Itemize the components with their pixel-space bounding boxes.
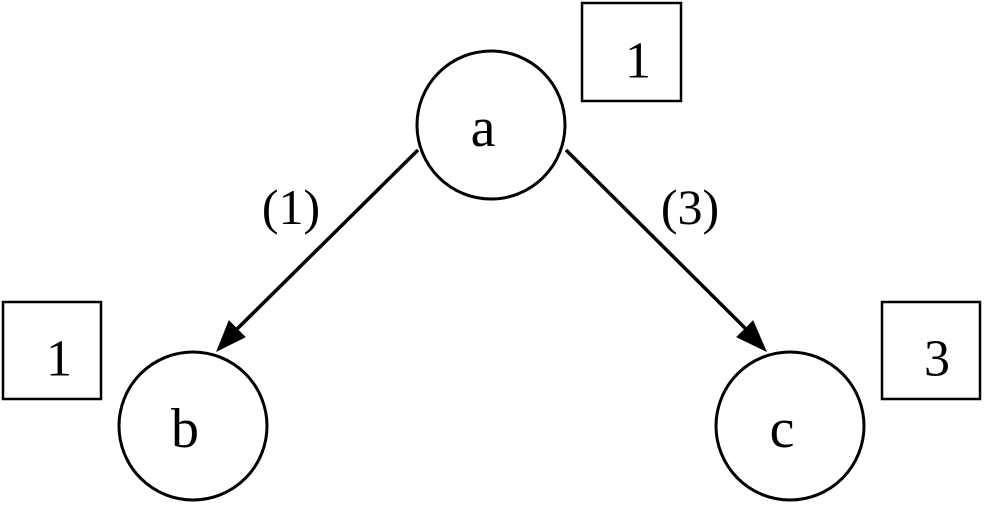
edge-a-c: (3)	[564, 148, 767, 353]
node-a-value: 1	[625, 33, 651, 90]
node-a-circle	[415, 49, 567, 201]
node-b-value-box: 1	[1, 300, 103, 401]
node-c-value: 3	[924, 331, 950, 388]
edge-a-b-weight: (1)	[262, 179, 320, 235]
node-b-circle	[117, 350, 269, 502]
edge-a-b: (1)	[216, 148, 420, 353]
node-c-label: c	[770, 398, 795, 460]
node-a: a	[415, 49, 567, 201]
node-b-label: b	[171, 398, 199, 460]
node-b-value-rect	[1, 300, 103, 401]
node-b-value: 1	[46, 331, 72, 388]
edge-a-c-line	[564, 148, 752, 335]
edge-a-b-arrowhead	[216, 320, 246, 353]
node-b: b	[117, 350, 269, 502]
node-c-value-box: 3	[880, 300, 982, 401]
edge-a-c-weight: (3)	[661, 179, 719, 235]
edge-a-b-line	[231, 148, 420, 335]
edge-a-c-arrowhead	[736, 320, 767, 353]
node-a-value-rect	[580, 1, 683, 103]
node-c: c	[714, 350, 866, 502]
node-c-circle	[714, 350, 866, 502]
node-a-value-box: 1	[580, 1, 683, 103]
node-a-label: a	[471, 97, 496, 159]
node-c-value-rect	[880, 300, 982, 401]
